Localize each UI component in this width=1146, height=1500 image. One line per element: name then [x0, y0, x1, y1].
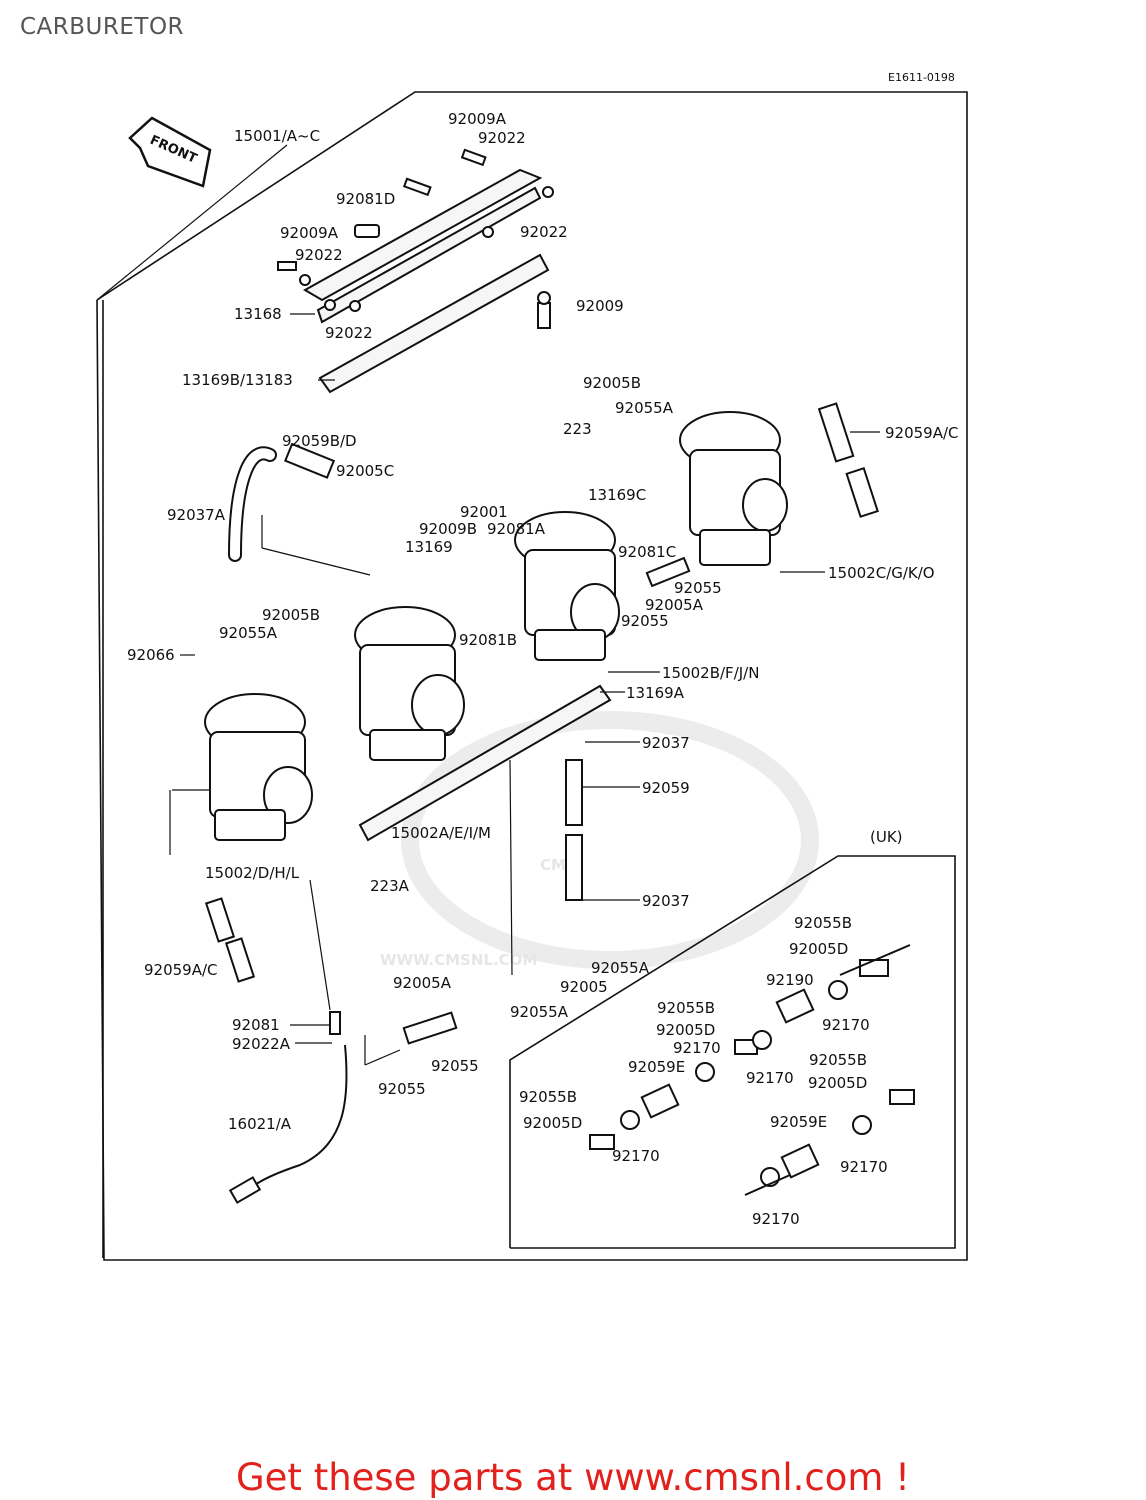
callout: 92022 [478, 129, 526, 147]
callout: 92005B [583, 374, 641, 392]
callout: 92037 [642, 734, 690, 752]
callout: 92005A [645, 596, 704, 614]
callout: 15002A/E/I/M [391, 824, 491, 842]
uk-label: (UK) [870, 828, 903, 846]
callout: 92170 [673, 1039, 721, 1057]
callout: 92055B [519, 1088, 577, 1106]
callout: 92059A/C [885, 424, 959, 442]
callout: 92005D [656, 1021, 715, 1039]
callout: 92170 [612, 1147, 660, 1165]
callout: 92055B [657, 999, 715, 1017]
page-title: CARBURETOR [20, 14, 185, 40]
callout: 13169 [405, 538, 453, 556]
callout: 92022A [232, 1035, 291, 1053]
callout: 13169C [588, 486, 646, 504]
callout: 92059E [770, 1113, 827, 1131]
callout: 15002/D/H/L [205, 864, 300, 882]
callout: 92170 [822, 1016, 870, 1034]
callout: 92055A [591, 959, 650, 977]
callout: 92081D [336, 190, 395, 208]
callout: 13169A [626, 684, 685, 702]
callout: 13169B/13183 [182, 371, 293, 389]
callout: 92081A [487, 520, 546, 538]
callout: 92059E [628, 1058, 685, 1076]
hoses [204, 402, 879, 1045]
callout: 92081 [232, 1016, 280, 1034]
callout: 92066 [127, 646, 175, 664]
callout: 92055B [809, 1051, 867, 1069]
callout: 13168 [234, 305, 282, 323]
carburetor-2 [354, 606, 465, 761]
callout: 92055A [615, 399, 674, 417]
callouts: 15001/A~C 92009A 92022 92081D 92022 9200… [127, 110, 959, 1228]
drawing-code: E1611-0198 [888, 71, 955, 84]
callout: 92055A [510, 1003, 569, 1021]
callout: 15001/A~C [234, 127, 320, 145]
callout: 92059 [642, 779, 690, 797]
leader-lines [96, 144, 880, 1066]
carburetor-bodies [204, 411, 788, 841]
callout: 92059B/D [282, 432, 357, 450]
callout: 92001 [460, 503, 508, 521]
callout: 92037 [642, 892, 690, 910]
callout: 223 [563, 420, 592, 438]
callout: 223A [370, 877, 410, 895]
callout: 16021/A [228, 1115, 292, 1133]
callout: 92005D [808, 1074, 867, 1092]
callout: 15002B/F/J/N [662, 664, 759, 682]
callout: 92005D [789, 940, 848, 958]
callout: 92022 [295, 246, 343, 264]
callout: 92009A [448, 110, 507, 128]
callout: 92081C [618, 543, 676, 561]
watermark-url: WWW.CMSNL.COM [380, 951, 537, 969]
front-arrow-icon: FRONT [128, 116, 212, 188]
carburetor-3 [514, 511, 620, 661]
callout: 92022 [520, 223, 568, 241]
callout: 92005 [560, 978, 608, 996]
callout: 92055 [621, 612, 669, 630]
callout: 92037A [167, 506, 226, 524]
callout: 92055A [219, 624, 278, 642]
callout: 92005B [262, 606, 320, 624]
callout: 92059A/C [144, 961, 218, 979]
uk-fittings [589, 944, 915, 1196]
callout: 92005C [336, 462, 394, 480]
callout: 92022 [325, 324, 373, 342]
callout: 92009A [280, 224, 339, 242]
callout: 92055 [431, 1057, 479, 1075]
callout: 92170 [746, 1069, 794, 1087]
callout: 92170 [752, 1210, 800, 1228]
callout: 92009B [419, 520, 477, 538]
callout: 92170 [840, 1158, 888, 1176]
callout: 92055 [378, 1080, 426, 1098]
callout: 92005D [523, 1114, 582, 1132]
lower-rail [358, 684, 612, 842]
callout: 92055 [674, 579, 722, 597]
outline [96, 91, 968, 1261]
callout: 92055B [794, 914, 852, 932]
callout: 92005A [393, 974, 452, 992]
uk-box [509, 855, 956, 1249]
top-rail [302, 168, 554, 394]
callout: 15002C/G/K/O [828, 564, 935, 582]
callout: 92190 [766, 971, 814, 989]
carburetor-1 [204, 693, 313, 841]
footer-banner[interactable]: Get these parts at www.cmsnl.com ! [235, 1456, 910, 1499]
throttle-cable [228, 1011, 348, 1204]
callout: 92009 [576, 297, 624, 315]
hardware [277, 148, 551, 329]
carburetor-4 [679, 411, 788, 566]
callout: 92081B [459, 631, 517, 649]
